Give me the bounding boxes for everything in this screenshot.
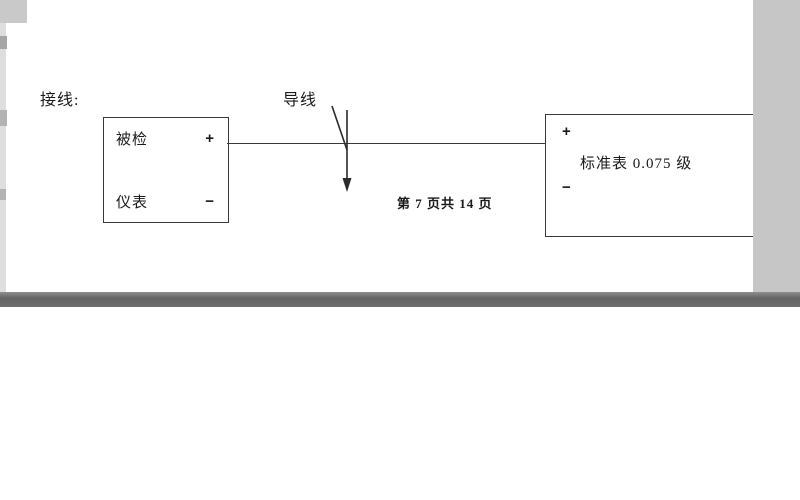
standard-plus-terminal-label: + bbox=[562, 123, 571, 140]
standard-minus-terminal-label: − bbox=[562, 179, 571, 196]
plus-terminal-label: + bbox=[205, 130, 214, 147]
wire-pointer-arrow-icon bbox=[331, 105, 352, 192]
connecting-wire-line bbox=[227, 143, 545, 144]
minus-terminal-label: − bbox=[205, 193, 214, 210]
wire-label: 导线 bbox=[283, 92, 318, 109]
device-box-bottom-row: 仪表 − bbox=[116, 191, 214, 212]
device-box-top-row: 被检 + bbox=[116, 128, 214, 149]
wiring-section-label: 接线: bbox=[40, 92, 80, 109]
standard-meter-label: 标准表 0.075 级 bbox=[580, 156, 693, 172]
device-under-test-box: 被检 + 仪表 − bbox=[103, 117, 229, 223]
scan-margin-right bbox=[753, 0, 800, 293]
scan-artifact bbox=[0, 110, 7, 126]
standard-meter-box: + 标准表 0.075 级 − bbox=[545, 114, 756, 237]
device-name-line1: 被检 bbox=[116, 132, 149, 148]
scan-artifact bbox=[0, 0, 6, 293]
device-name-line2: 仪表 bbox=[116, 195, 149, 211]
scan-artifact bbox=[0, 36, 7, 49]
page-indicator: 第 7 页共 14 页 bbox=[397, 196, 493, 211]
scan-artifact bbox=[0, 189, 6, 200]
page-separator-band bbox=[0, 292, 800, 307]
scan-artifact bbox=[0, 0, 27, 23]
